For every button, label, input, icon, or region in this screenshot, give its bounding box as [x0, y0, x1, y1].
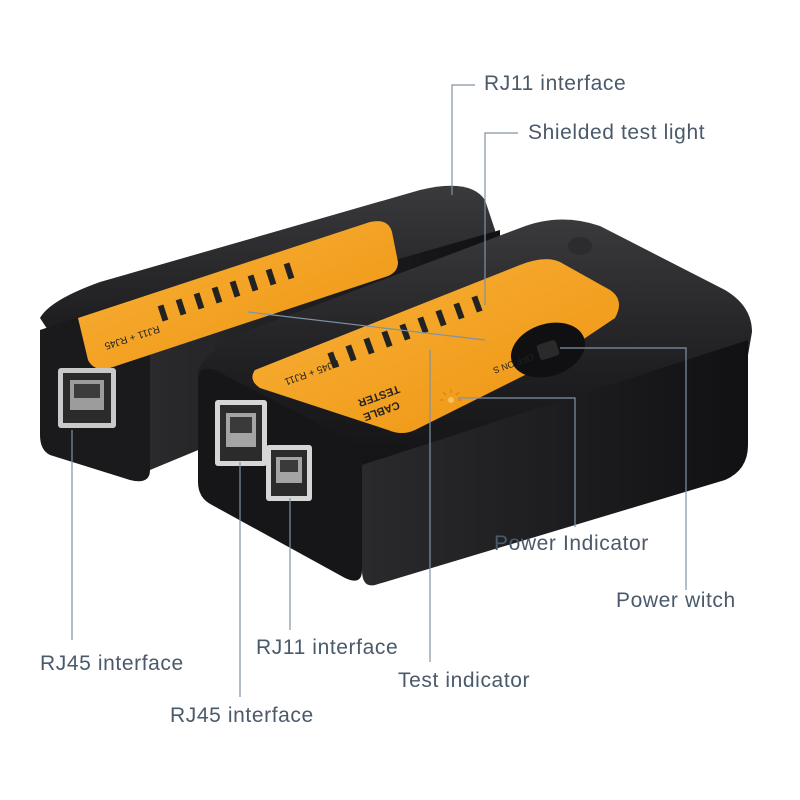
main-rj45-port [215, 400, 267, 466]
main-led-row [327, 295, 483, 369]
main-unit: RJ45 + RJ11 CABLE TESTER OFF ON S [198, 219, 752, 586]
callout-shielded-test-light: Shielded test light [528, 121, 706, 144]
main-rj11-port [266, 445, 312, 501]
remote-led-row [157, 262, 295, 322]
callout-power-switch: Power witch [616, 589, 736, 612]
callout-test-indicator: Test indicator [398, 669, 531, 692]
callout-rj45-bottom: RJ45 interface [170, 704, 314, 727]
power-indicator-light [440, 389, 462, 403]
power-switch-knob [536, 340, 560, 360]
callout-power-indicator: Power Indicator [494, 532, 649, 555]
callout-rj45-left: RJ45 interface [40, 652, 184, 675]
callout-rj11-top: RJ11 interface [484, 72, 627, 95]
leader-lines [71, 84, 687, 697]
remote-rj45-port [58, 368, 116, 428]
callout-rj11-bottom: RJ11 interface [256, 636, 399, 659]
